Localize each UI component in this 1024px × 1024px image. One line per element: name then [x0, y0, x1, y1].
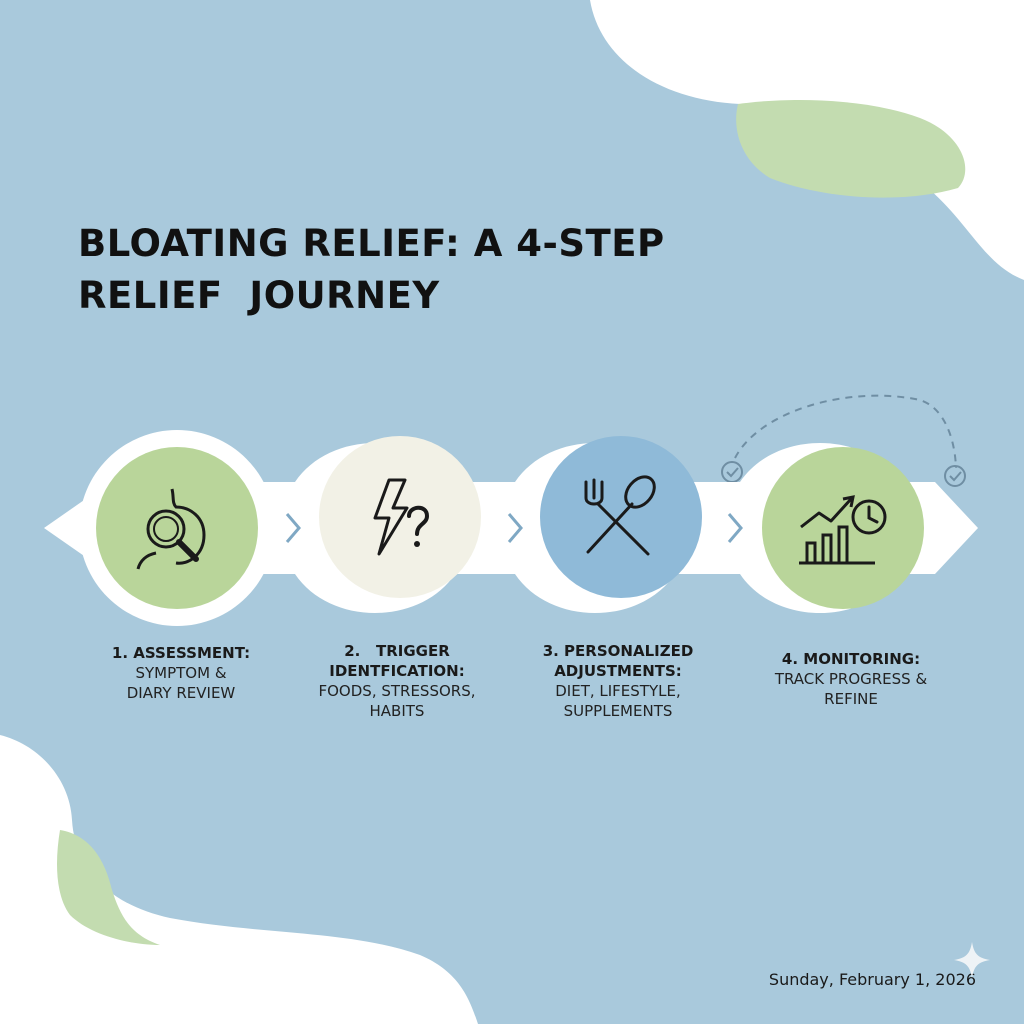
step-4-circle: [762, 447, 924, 609]
step-1-detail: SYMPTOM & DIARY REVIEW: [126, 664, 236, 702]
step-4-label: 4. MONITORING: TRACK PROGRESS & REFINE: [746, 649, 956, 709]
step-2-circle: [319, 436, 481, 598]
page-title: BLOATING RELIEF: A 4-STEP RELIEF JOURNEY: [78, 222, 665, 317]
top-right-white-blob: [590, 0, 1024, 280]
bottom-left-white-blob: [0, 735, 478, 1024]
step-3-label: 3. PERSONALIZED ADJUSTMENTS: DIET, LIFES…: [513, 641, 723, 721]
step-3-heading: 3. PERSONALIZED ADJUSTMENTS:: [542, 642, 694, 680]
magnifier-stomach-icon: [136, 488, 206, 570]
step-3-detail: DIET, LIFESTYLE, SUPPLEMENTS: [555, 682, 681, 720]
fork-spoon-icon: [584, 475, 656, 556]
step-4-detail: TRACK PROGRESS & REFINE: [774, 670, 928, 708]
step-1-label: 1. ASSESSMENT: SYMPTOM & DIARY REVIEW: [76, 643, 286, 703]
chevron-right-icon: [285, 513, 301, 543]
bottom-left-green-blob: [57, 830, 160, 945]
chevron-right-icon: [727, 513, 743, 543]
step-1-heading: 1. ASSESSMENT:: [111, 644, 251, 662]
top-right-green-blob: [736, 99, 966, 198]
check-icon-right: [944, 465, 966, 487]
step-3-circle: [540, 436, 702, 598]
step-2-label: 2. TRIGGER IDENTFICATION: FOODS, STRESSO…: [292, 641, 502, 721]
chart-clock-icon: [799, 495, 887, 565]
step-2-heading: 2. TRIGGER IDENTFICATION:: [329, 642, 465, 680]
step-2-detail: FOODS, STRESSORS, HABITS: [318, 682, 476, 720]
sparkle-icon: [954, 942, 990, 978]
lightning-question-icon: [373, 478, 430, 556]
date-label: Sunday, February 1, 2026: [768, 970, 976, 989]
step-1-circle: [96, 447, 258, 609]
step-4-heading: 4. MONITORING:: [781, 650, 921, 668]
chevron-right-icon: [507, 513, 523, 543]
